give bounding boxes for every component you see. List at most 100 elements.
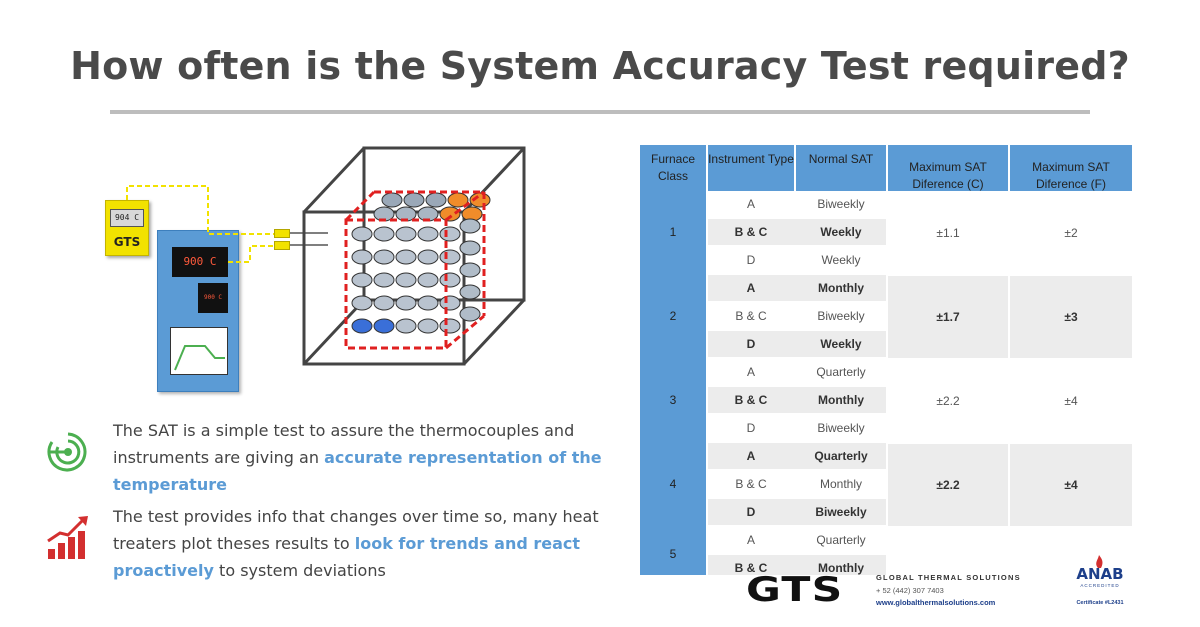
max-sat-f-cell: ±4 bbox=[1064, 394, 1078, 408]
profile-curve-icon bbox=[174, 345, 225, 371]
furnace-class-number: 5 bbox=[669, 547, 677, 561]
table-row-highlight bbox=[708, 331, 886, 357]
header-max-sat-f: Maximum SAT Diference (F) bbox=[1010, 145, 1132, 191]
header-normal-sat: Normal SAT bbox=[796, 145, 886, 191]
instrument-type-cell: D bbox=[746, 421, 756, 435]
max-sat-c-cell: ±1.1 bbox=[936, 226, 960, 240]
probe-display: 904 C bbox=[110, 209, 144, 227]
anab-subtitle: ACCREDITED bbox=[1080, 583, 1120, 588]
thermocouple-cell bbox=[373, 318, 395, 334]
company-website[interactable]: www.globalthermalsolutions.com bbox=[876, 598, 996, 607]
thermocouple-connector-top bbox=[274, 229, 290, 238]
bullet-sat-description: The SAT is a simple test to assure the t… bbox=[113, 417, 613, 498]
instrument-type-cell: B & C bbox=[735, 477, 767, 491]
table-row-highlight bbox=[708, 443, 886, 469]
instrument-type-cell: B & C bbox=[734, 561, 768, 575]
header-max-sat-c: Maximum SAT Diference (C) bbox=[888, 145, 1008, 191]
thermocouple-cell bbox=[459, 240, 481, 256]
instrument-type-cell: B & C bbox=[735, 309, 767, 323]
sat-frequency-cell: Monthly bbox=[819, 477, 863, 491]
sat-frequency-cell: Monthly bbox=[818, 281, 864, 295]
table-row-highlight bbox=[708, 219, 886, 245]
thermocouple-cell bbox=[439, 206, 461, 222]
thermocouple-cell bbox=[373, 272, 395, 288]
thermocouple-cell bbox=[439, 295, 461, 311]
title-divider bbox=[110, 110, 1090, 114]
thermocouple-cell bbox=[381, 192, 403, 208]
sat-frequency-cell: Biweekly bbox=[817, 309, 865, 323]
thermocouple-cell bbox=[417, 318, 439, 334]
max-sat-f-cell: ±3 bbox=[1010, 276, 1132, 358]
thermocouple-cell bbox=[403, 192, 425, 208]
target-icon bbox=[46, 430, 90, 474]
sat-frequency-cell: Monthly bbox=[818, 393, 864, 407]
furnace-class-number: 1 bbox=[669, 225, 677, 239]
thermocouple-cell bbox=[373, 226, 395, 242]
instrument-type-cell: B & C bbox=[734, 393, 768, 407]
thermocouple-connector-bottom bbox=[274, 241, 290, 250]
sat-frequency-cell: Weekly bbox=[820, 337, 862, 351]
sat-frequency-cell: Weekly bbox=[821, 253, 861, 267]
thermocouple-cell bbox=[439, 249, 461, 265]
anab-badge: ANAB ACCREDITED Certificate #L2431 bbox=[1068, 553, 1132, 613]
thermocouple-cell bbox=[395, 272, 417, 288]
thermocouple-cell bbox=[395, 226, 417, 242]
furnace-class-column bbox=[640, 191, 706, 575]
sat-frequency-cell: Quarterly bbox=[814, 449, 868, 463]
thermocouple-cell bbox=[439, 318, 461, 334]
thermocouple-cell bbox=[373, 295, 395, 311]
max-sat-c-cell: ±1.7 bbox=[888, 276, 1008, 358]
table-row-highlight bbox=[708, 499, 886, 525]
max-sat-f-cell: ±4 bbox=[1010, 444, 1132, 526]
thermocouple-cell bbox=[417, 249, 439, 265]
thermocouple-cell bbox=[417, 226, 439, 242]
instrument-type-cell: D bbox=[746, 337, 756, 351]
thermocouple-cell bbox=[373, 249, 395, 265]
anab-certificate: Certificate #L2431 bbox=[1076, 600, 1124, 606]
max-sat-c-cell: ±2.2 bbox=[936, 394, 960, 408]
furnace-class-number: 4 bbox=[669, 477, 677, 491]
thermocouple-cell bbox=[425, 192, 447, 208]
furnace-class-number: 2 bbox=[669, 309, 677, 323]
sat-frequency-cell: Quarterly bbox=[816, 533, 866, 547]
instrument-type-cell: D bbox=[746, 253, 756, 267]
controller-small-display: 900 C bbox=[198, 283, 228, 313]
anab-logo: ANAB bbox=[1076, 565, 1124, 583]
trend-chart-icon bbox=[46, 515, 90, 561]
instrument-type-cell: A bbox=[746, 281, 756, 295]
table-row-highlight bbox=[708, 387, 886, 413]
temperature-profile-graph bbox=[170, 327, 228, 375]
bullet-1-highlight: accurate representation of the temperatu… bbox=[113, 448, 602, 494]
sat-frequency-cell: Weekly bbox=[820, 225, 862, 239]
controller-display: 900 C bbox=[172, 247, 228, 277]
thermocouple-cell bbox=[351, 272, 373, 288]
bullet-2-tail: to system deviations bbox=[213, 561, 386, 580]
instrument-type-cell: B & C bbox=[734, 225, 768, 239]
thermocouple-cell bbox=[459, 262, 481, 278]
bullet-2-text: The test provides info that changes over… bbox=[113, 507, 599, 553]
thermocouple-cell bbox=[459, 218, 481, 234]
table-row-highlight bbox=[708, 275, 886, 301]
thermocouple-cell bbox=[459, 306, 481, 322]
thermocouple-cell bbox=[351, 295, 373, 311]
probe-label: GTS bbox=[113, 235, 141, 249]
thermocouple-cell bbox=[351, 249, 373, 265]
instrument-type-cell: D bbox=[746, 505, 756, 519]
header-furnace-class: Furnace Class bbox=[640, 145, 706, 191]
sat-frequency-cell: Biweekly bbox=[817, 421, 865, 435]
thermocouple-cell bbox=[395, 249, 417, 265]
bullet-trends-description: The test provides info that changes over… bbox=[113, 503, 613, 584]
thermocouple-cell bbox=[459, 284, 481, 300]
bullet-2-highlight: look for trends and react proactively bbox=[113, 534, 581, 580]
sat-frequency-table: Furnace Class Instrument Type Normal SAT… bbox=[640, 145, 1134, 575]
furnace-illustration bbox=[126, 146, 526, 366]
max-sat-f-cell: ±2 bbox=[1064, 226, 1078, 240]
thermocouple-cell bbox=[395, 295, 417, 311]
instrument-type-cell: A bbox=[746, 365, 755, 379]
sat-frequency-cell: Monthly bbox=[818, 561, 864, 575]
gts-logo: GTS bbox=[746, 570, 844, 610]
company-name: GLOBAL THERMAL SOLUTIONS bbox=[876, 573, 1021, 582]
gts-probe-device: 904 C GTS bbox=[105, 200, 149, 256]
sat-frequency-cell: Quarterly bbox=[816, 365, 866, 379]
thermocouple-cell bbox=[351, 318, 373, 334]
